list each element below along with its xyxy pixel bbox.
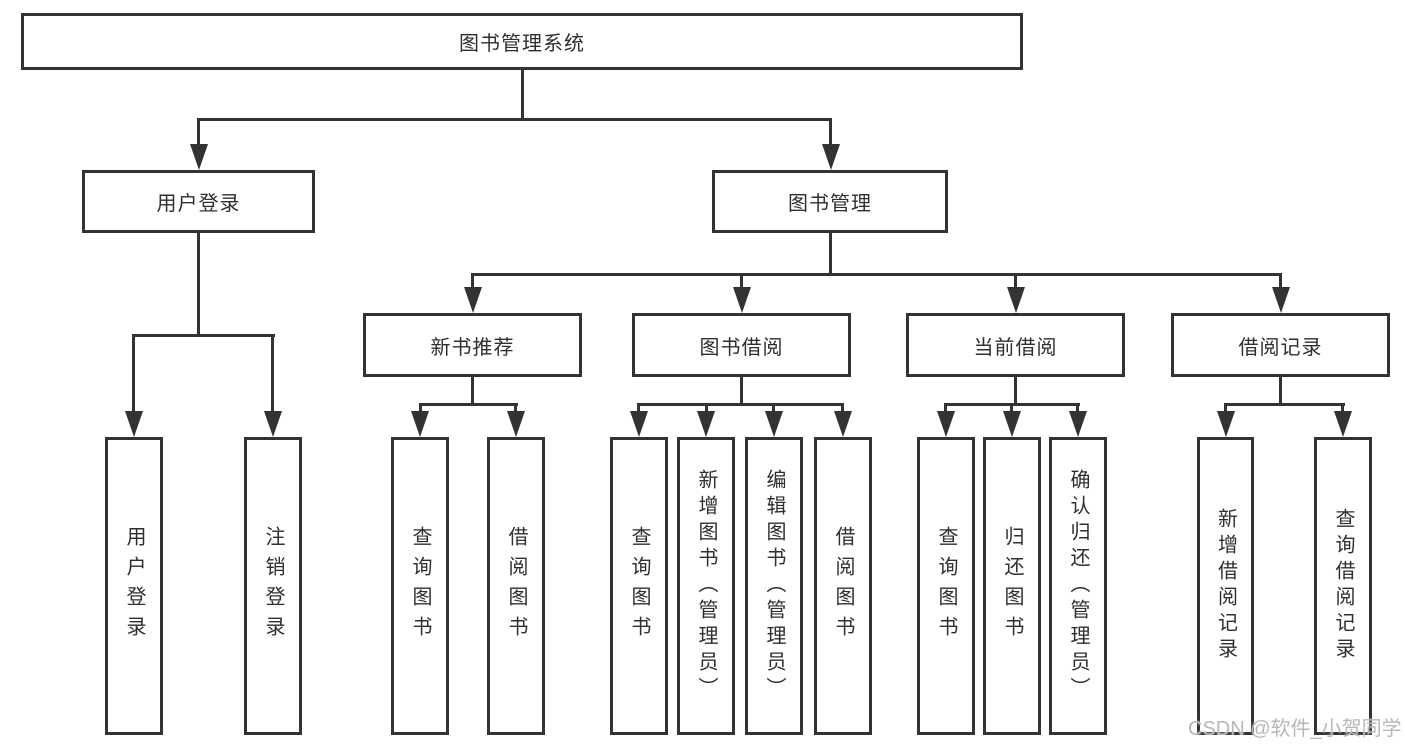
arrow-borrowing-edit-icon — [765, 411, 783, 437]
connector-user-login-split — [132, 334, 275, 337]
arrow-records-query-icon — [1334, 411, 1352, 437]
connector-book-management-split — [471, 273, 1282, 276]
connector-drop-borrowing-add — [705, 403, 708, 413]
arrow-current-query-icon — [937, 411, 955, 437]
connector-drop-records-query — [1341, 403, 1344, 413]
node-leaf-logout: 注销登录 — [244, 437, 302, 735]
connector-drop-recommend-borrow — [514, 403, 517, 413]
node-book-management-label: 图书管理 — [788, 193, 872, 215]
node-leaf-recommend-borrow-books: 借阅图书 — [487, 437, 545, 735]
connector-borrowing-records-stem — [1279, 377, 1282, 405]
node-new-book-recommend: 新书推荐 — [363, 313, 582, 377]
arrow-records-add-icon — [1217, 411, 1235, 437]
connector-drop-leaf-logout — [271, 334, 274, 413]
node-leaf-recommend-borrow-books-label: 借阅图书 — [505, 526, 527, 646]
connector-root-stem — [521, 70, 524, 118]
connector-current-borrowing-stem — [1014, 377, 1017, 405]
arrow-user-login-icon — [190, 144, 208, 170]
arrow-current-borrowing-icon — [1007, 287, 1025, 313]
connector-drop-current-return — [1010, 403, 1013, 413]
arrow-leaf-logout-icon — [264, 411, 282, 437]
node-leaf-current-confirm-return-label: 确认归还（管理员） — [1067, 469, 1089, 703]
connector-new-book-recommend-stem — [471, 377, 474, 405]
node-leaf-recommend-query-books-label: 查询图书 — [409, 526, 431, 646]
node-user-login: 用户登录 — [82, 170, 315, 233]
node-leaf-borrowing-edit-books: 编辑图书（管理员） — [745, 437, 803, 735]
connector-drop-leaf-login — [132, 334, 135, 413]
node-leaf-current-return-books-label: 归还图书 — [1001, 526, 1023, 646]
arrow-leaf-login-icon — [125, 411, 143, 437]
node-leaf-borrowing-add-books-label: 新增图书（管理员） — [695, 469, 717, 703]
connector-drop-user-login — [197, 118, 200, 148]
connector-drop-borrowing-records — [1279, 273, 1282, 289]
connector-book-borrowing-split — [637, 403, 844, 406]
arrow-new-book-recommend-icon — [464, 287, 482, 313]
connector-book-management-stem — [829, 233, 832, 275]
node-user-login-label: 用户登录 — [156, 193, 241, 215]
connector-new-book-recommend-split — [419, 403, 518, 406]
node-leaf-records-query-record: 查询借阅记录 — [1314, 437, 1372, 735]
node-leaf-recommend-query-books: 查询图书 — [391, 437, 449, 735]
node-leaf-records-add-record: 新增借阅记录 — [1197, 437, 1254, 735]
connector-drop-borrowing-edit — [772, 403, 775, 413]
connector-drop-borrowing-borrow — [841, 403, 844, 413]
node-leaf-user-login-label: 用户登录 — [123, 526, 145, 646]
connector-drop-current-confirm — [1076, 403, 1079, 413]
arrow-book-borrowing-icon — [733, 287, 751, 313]
connector-user-login-stem — [197, 233, 200, 336]
node-leaf-records-query-record-label: 查询借阅记录 — [1332, 508, 1354, 664]
node-leaf-borrowing-query-books-label: 查询图书 — [628, 526, 650, 646]
arrow-borrowing-query-icon — [630, 411, 648, 437]
connector-drop-borrowing-query — [637, 403, 640, 413]
node-book-borrowing-label: 图书借阅 — [699, 336, 784, 359]
node-new-book-recommend-label: 新书推荐 — [430, 336, 515, 359]
connector-drop-recommend-query — [419, 403, 422, 413]
arrow-borrowing-add-icon — [697, 411, 715, 437]
node-root: 图书管理系统 — [21, 13, 1023, 70]
node-leaf-borrowing-query-books: 查询图书 — [610, 437, 668, 735]
connector-borrowing-records-split — [1224, 403, 1345, 406]
connector-book-borrowing-stem — [740, 377, 743, 405]
node-leaf-logout-label: 注销登录 — [262, 526, 284, 646]
node-leaf-current-query-books: 查询图书 — [917, 437, 975, 735]
node-leaf-current-query-books-label: 查询图书 — [935, 526, 957, 646]
node-leaf-borrowing-borrow-books: 借阅图书 — [814, 437, 872, 735]
node-leaf-current-confirm-return: 确认归还（管理员） — [1049, 437, 1107, 735]
node-root-label: 图书管理系统 — [459, 33, 585, 55]
node-leaf-borrowing-borrow-books-label: 借阅图书 — [832, 526, 854, 646]
connector-drop-book-borrowing — [740, 273, 743, 289]
node-leaf-borrowing-add-books: 新增图书（管理员） — [677, 437, 735, 735]
arrow-borrowing-records-icon — [1272, 287, 1290, 313]
connector-drop-current-query — [944, 403, 947, 413]
arrow-current-return-icon — [1003, 411, 1021, 437]
connector-drop-book-management — [829, 118, 832, 148]
node-leaf-records-add-record-label: 新增借阅记录 — [1214, 508, 1237, 664]
node-book-borrowing: 图书借阅 — [632, 313, 851, 377]
node-leaf-borrowing-edit-books-label: 编辑图书（管理员） — [763, 469, 785, 703]
node-leaf-user-login: 用户登录 — [105, 437, 163, 735]
connector-drop-new-book-recommend — [471, 273, 474, 289]
node-borrowing-records: 借阅记录 — [1171, 313, 1390, 377]
connector-drop-current-borrowing — [1014, 273, 1017, 289]
node-leaf-current-return-books: 归还图书 — [983, 437, 1041, 735]
arrow-book-management-icon — [822, 144, 840, 170]
connector-root-split — [197, 118, 832, 121]
node-borrowing-records-label: 借阅记录 — [1238, 336, 1323, 359]
connector-drop-records-add — [1224, 403, 1227, 413]
node-current-borrowing-label: 当前借阅 — [973, 336, 1058, 359]
arrow-current-confirm-icon — [1069, 411, 1087, 437]
arrow-borrowing-borrow-icon — [834, 411, 852, 437]
node-current-borrowing: 当前借阅 — [906, 313, 1125, 377]
node-book-management: 图书管理 — [712, 170, 948, 233]
csdn-watermark: CSDN @软件_小贺同学 — [1188, 718, 1402, 740]
arrow-recommend-borrow-icon — [507, 411, 525, 437]
arrow-recommend-query-icon — [411, 411, 429, 437]
